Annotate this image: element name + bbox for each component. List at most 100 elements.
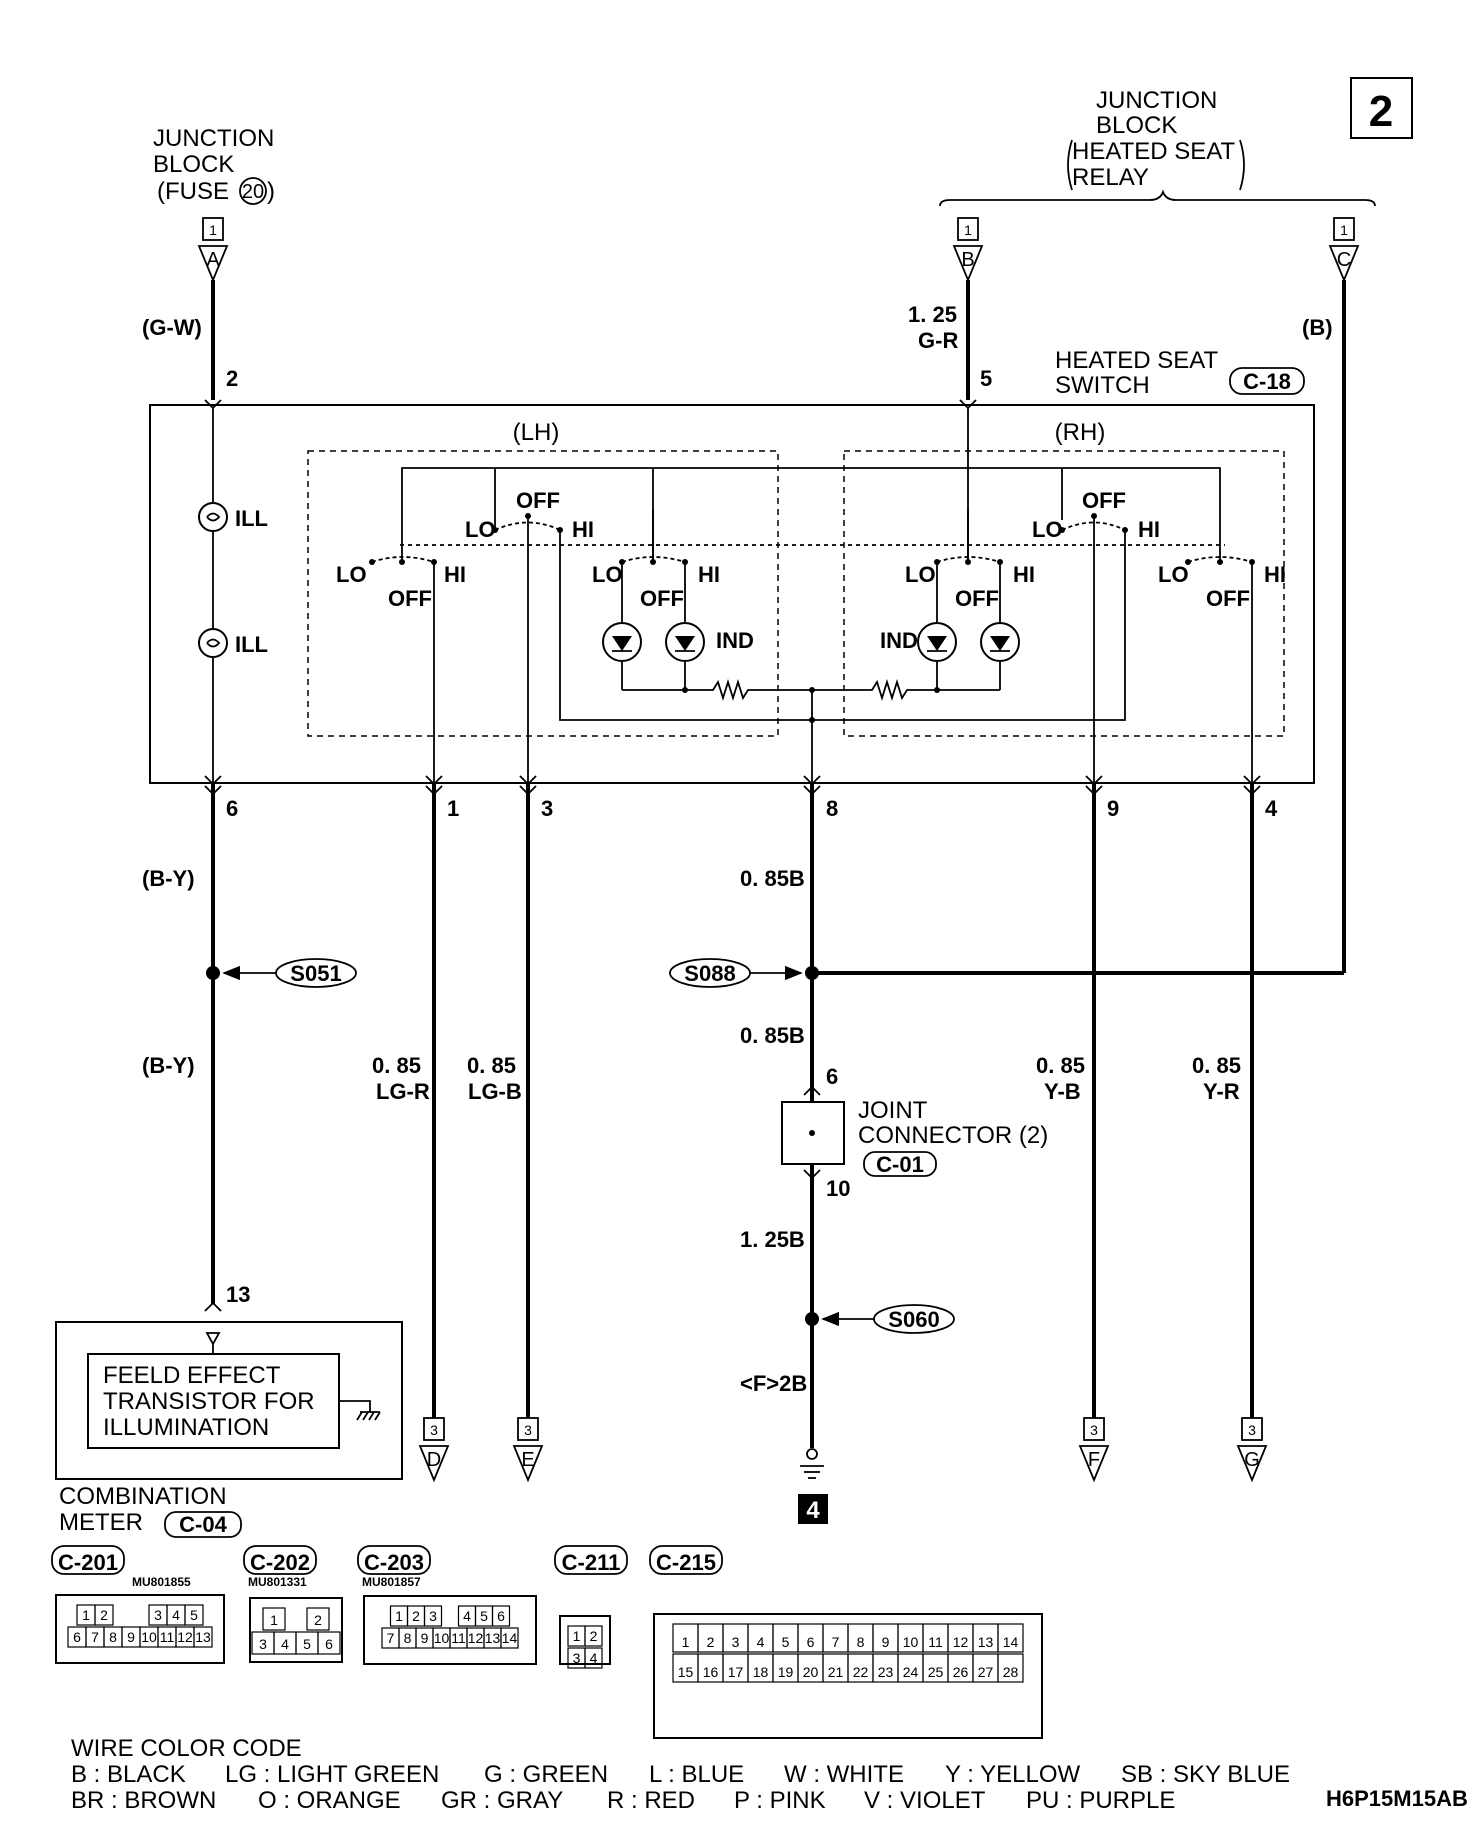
svg-text:PU : PURPLE: PU : PURPLE <box>1026 1787 1175 1814</box>
connector-pin-number: 3 <box>573 1650 581 1666</box>
connector-pin-number: 4 <box>463 1608 471 1624</box>
connector-c: 1 C <box>1328 217 1360 283</box>
combination-meter-box <box>55 1321 403 1480</box>
offpage-d: 3 D <box>418 1417 450 1483</box>
connector-pin-number: 10 <box>434 1630 450 1646</box>
svg-text:D: D <box>427 1449 441 1471</box>
wire-yb-color: Y-B <box>1044 1079 1081 1104</box>
pin-2: 2 <box>226 366 238 391</box>
diagram-code: H6P15M15AB <box>1326 1786 1468 1811</box>
wire-lgb-size: 0. 85 <box>467 1053 516 1078</box>
ill-label-2: ILL <box>235 632 268 657</box>
combination-meter: 13 FEELD EFFECT TRANSISTOR FOR ILLUMINAT… <box>55 1282 403 1538</box>
meter-connector: C-04 <box>179 1512 227 1537</box>
joint-line1: JOINT <box>858 1097 928 1124</box>
connector-pin-number: 24 <box>903 1664 919 1680</box>
led-rh-1 <box>917 622 957 662</box>
connector-pin-number: 8 <box>109 1629 117 1645</box>
led-lh-1 <box>602 622 642 662</box>
svg-text:OFF: OFF <box>640 586 684 611</box>
connector-pin-number: 3 <box>154 1607 162 1623</box>
connector-view-label: C-211 <box>562 1550 621 1575</box>
switch-labels: LO HI OFF LO HI OFF LO HI OFF IND IND LO… <box>336 488 1286 653</box>
connector-pin-number: 1 <box>573 1628 581 1644</box>
connector-pin-number: 14 <box>1003 1634 1019 1650</box>
connector-pin-number: 19 <box>778 1664 794 1680</box>
offpage-g: 3 G <box>1236 1417 1268 1483</box>
splice-s060: S060 <box>805 1304 955 1334</box>
wire-gnd-mid: 0. 85B <box>740 1023 805 1048</box>
splice-s088: S088 <box>669 958 819 988</box>
connector-pin-number: 10 <box>903 1634 919 1650</box>
svg-text:LO: LO <box>905 562 936 587</box>
brace <box>939 189 1376 207</box>
rh-label: (RH) <box>1055 419 1106 446</box>
connector-pin-number: 2 <box>412 1608 420 1624</box>
wire-b-size: 1. 25 <box>908 302 957 327</box>
hss-line1: HEATED SEAT <box>1055 347 1218 374</box>
pin-1: 1 <box>447 796 459 821</box>
svg-text:SB : SKY BLUE: SB : SKY BLUE <box>1121 1761 1290 1788</box>
connector-pin-number: 4 <box>172 1607 180 1623</box>
svg-text:LO: LO <box>1158 562 1189 587</box>
chassis-ground-icon <box>356 1411 381 1421</box>
pin-3: 3 <box>541 796 553 821</box>
connector-pin-number: 8 <box>404 1630 412 1646</box>
jb-right-line2: BLOCK <box>1096 112 1177 139</box>
jb-right-line4: RELAY <box>1072 164 1149 191</box>
svg-text:S088: S088 <box>684 961 735 986</box>
connector-part-number: MU801331 <box>248 1575 307 1589</box>
svg-text:V : VIOLET: V : VIOLET <box>864 1787 986 1814</box>
meter-line1: COMBINATION <box>59 1483 227 1510</box>
connector-pin-number: 1 <box>395 1608 403 1624</box>
connector-pin-number: 9 <box>882 1634 890 1650</box>
svg-text:Y : YELLOW: Y : YELLOW <box>945 1761 1081 1788</box>
connector-pin-number: 6 <box>807 1634 815 1650</box>
joint-connector: 6 10 JOINT CONNECTOR (2) C-01 <box>781 1064 1048 1201</box>
ground-number-box <box>798 1494 828 1524</box>
meter-line2: METER <box>59 1509 143 1536</box>
wire-label-by-lower: (B-Y) <box>142 1053 195 1078</box>
svg-text:IND: IND <box>716 628 754 653</box>
connector-pin-number: 4 <box>757 1634 765 1650</box>
connector-pin-number: 15 <box>678 1664 694 1680</box>
svg-text:G : GREEN: G : GREEN <box>484 1761 608 1788</box>
connector-pin-number: 5 <box>782 1634 790 1650</box>
jb-left-line3-end: ) <box>267 178 275 205</box>
connector-pin-number: 1 <box>682 1634 690 1650</box>
svg-text:HI: HI <box>1264 562 1286 587</box>
connector-view-label: C-202 <box>250 1550 310 1575</box>
svg-text:GR : GRAY: GR : GRAY <box>441 1787 563 1814</box>
ground-icon: 4 <box>798 1448 828 1524</box>
wire-lgr-color: LG-R <box>376 1079 430 1104</box>
switch-internals <box>369 408 1255 783</box>
svg-text:IND: IND <box>880 628 918 653</box>
wire-color-code: WIRE COLOR CODE B : BLACK LG : LIGHT GRE… <box>71 1735 1290 1814</box>
hss-connector-frame <box>1229 367 1305 395</box>
resistor-lh <box>685 678 813 783</box>
wire-yb-size: 0. 85 <box>1036 1053 1085 1078</box>
connector-pin-number: 25 <box>928 1664 944 1680</box>
svg-text:1: 1 <box>964 222 972 238</box>
connector-pin-number: 21 <box>828 1664 844 1680</box>
splice-tag <box>275 958 357 988</box>
svg-text:G: G <box>1244 1449 1260 1471</box>
connector-pin-number: 20 <box>803 1664 819 1680</box>
rh-switch-box <box>843 450 1285 737</box>
svg-text:S060: S060 <box>888 1307 939 1332</box>
svg-text:A: A <box>206 249 220 271</box>
connector-pin-number: 12 <box>953 1634 969 1650</box>
connector-pin-number: 2 <box>314 1612 322 1628</box>
connector-pin-number: 14 <box>502 1630 518 1646</box>
pin-6: 6 <box>226 796 238 821</box>
meter-connector-frame <box>164 1511 242 1538</box>
svg-text:OFF: OFF <box>388 586 432 611</box>
connector-pin-number: 6 <box>73 1629 81 1645</box>
connector-pin-number: 10 <box>141 1629 157 1645</box>
svg-text:3: 3 <box>1248 1422 1256 1438</box>
svg-text:S051: S051 <box>290 961 341 986</box>
fet-line1: FEELD EFFECT <box>103 1362 281 1389</box>
